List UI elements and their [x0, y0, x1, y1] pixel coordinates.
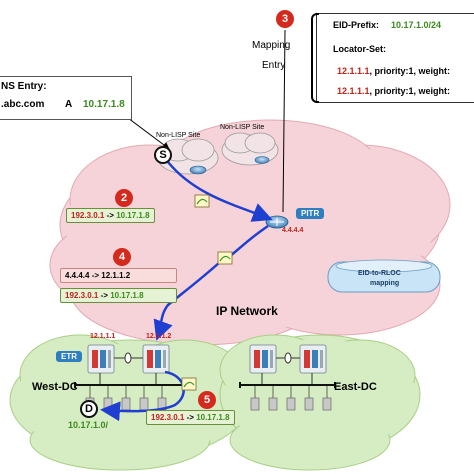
west-dc-rloc-2: 12.1.1.2 — [146, 333, 172, 340]
destination-host-marker: D — [80, 400, 98, 418]
etr-router-1-icon — [87, 344, 115, 374]
dns-entry-host: .abc.com — [1, 99, 45, 110]
etr-label: ETR — [56, 351, 82, 362]
mapping-db-line2: mapping — [370, 280, 400, 287]
dns-entry-title: NS Entry: — [1, 81, 47, 92]
dns-entry-box: NS Entry: .abc.com A 10.17.1.8 — [0, 76, 132, 120]
ip-network-label: IP Network — [216, 304, 278, 318]
dns-entry-address: 10.17.1.8 — [83, 99, 125, 110]
non-lisp-site-left-label: Non-LISP Site — [156, 132, 201, 139]
pitr-label: PITR — [296, 208, 325, 219]
dns-entry-record-type: A — [65, 99, 73, 110]
locator-entry-2: 12.1.1.1, priority:1, weight: — [337, 86, 451, 96]
east-router-2-icon — [299, 344, 327, 374]
router-right-icon — [254, 156, 270, 164]
mapping-db-line1: EID-to-RLOC — [358, 270, 401, 277]
source-host-marker: S — [154, 146, 172, 164]
mapping-entry-box: EID-Prefix: 10.17.1.0/24 Locator-Set: 12… — [311, 13, 474, 103]
locator-entry-1: 12.1.1.1, priority:1, weight: — [337, 66, 451, 76]
east-dc-server-bus — [239, 382, 336, 388]
mapping-entry-pointer — [282, 29, 286, 213]
step-4-inner-header: 192.3.0.1 -> 10.17.1.8 — [60, 288, 177, 303]
eid-prefix-value: 10.17.1.0/24 — [391, 20, 442, 30]
packet-path-pitr-to-etr — [153, 224, 269, 341]
west-dc-eid-prefix: 10.17.1.0/ — [68, 420, 109, 430]
packet-envelope-icon — [181, 377, 197, 391]
west-dc-label: West-DC — [32, 381, 78, 393]
etr-router-2-icon — [142, 344, 170, 374]
packet-envelope-icon — [194, 194, 210, 208]
eid-prefix-label: EID-Prefix: — [333, 20, 380, 30]
east-router-1-icon — [249, 344, 277, 374]
mapping-entry-brace — [311, 13, 319, 103]
step-4-outer-header: 4.4.4.4 -> 12.1.1.2 — [60, 268, 177, 283]
non-lisp-site-right — [221, 132, 279, 166]
step-5-packet-header: 192.3.0.1 -> 10.17.1.8 — [146, 410, 235, 425]
mapping-entry-label-line1: Mapping — [252, 40, 291, 51]
locator-set-label: Locator-Set: — [333, 44, 387, 54]
dc-interconnects — [99, 352, 313, 385]
mapping-entry-label-line2: Entry — [262, 60, 286, 71]
non-lisp-site-right-label: Non-LISP Site — [220, 124, 265, 131]
east-dc-label: East-DC — [334, 381, 377, 393]
packet-envelope-icon — [217, 251, 233, 265]
packet-path-source-to-pitr — [167, 161, 273, 222]
mapping-database-icon — [327, 259, 441, 293]
step-4-badge: 4 — [113, 248, 131, 266]
pitr-address: 4.4.4.4 — [282, 227, 304, 234]
packet-path-etr-to-destination — [100, 370, 185, 422]
step-2-packet-header: 192.3.0.1 -> 10.17.1.8 — [66, 208, 155, 223]
router-left-icon — [189, 165, 207, 175]
step-2-badge: 2 — [115, 189, 133, 207]
step-5-badge: 5 — [198, 391, 216, 409]
east-dc-servers — [250, 385, 332, 411]
step-3-badge: 3 — [276, 10, 294, 28]
west-dc-rloc-1: 12.1.1.1 — [90, 333, 116, 340]
